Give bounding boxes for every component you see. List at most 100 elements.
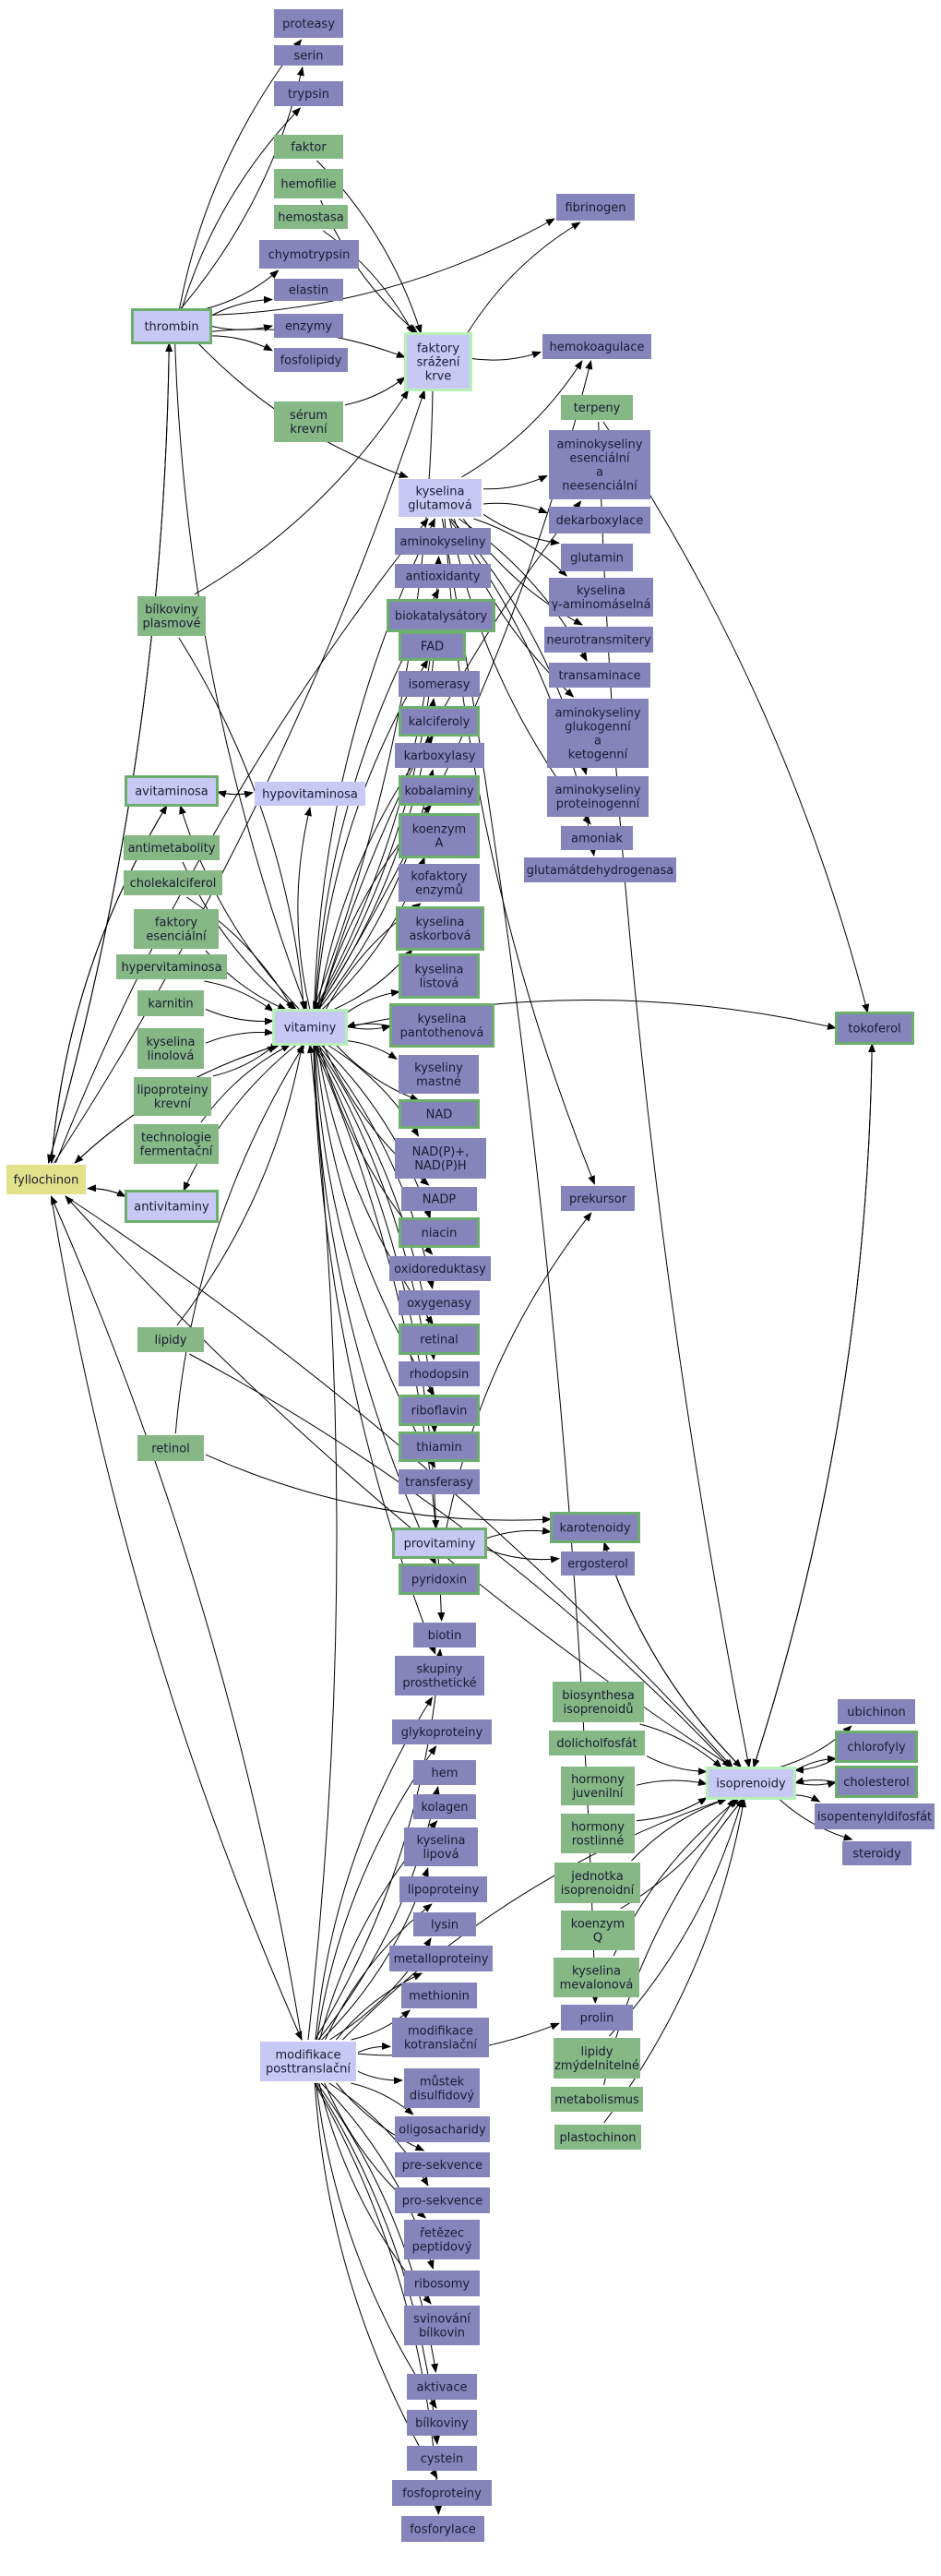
node-oxygenasy[interactable]: oxygenasy [399, 1290, 480, 1315]
node-lipidy[interactable]: lipidy [137, 1327, 204, 1352]
node-dolicholfosfat[interactable]: dolicholfosfát [549, 1731, 645, 1755]
node-karotenoidy[interactable]: karotenoidy [550, 1512, 640, 1543]
node-hemostasa[interactable]: hemostasa [274, 205, 348, 229]
node-proteasy[interactable]: proteasy [274, 9, 343, 38]
node-lipoproteiny[interactable]: lipoproteiny [399, 1876, 487, 1902]
node-fosforylace[interactable]: fosforylace [401, 2516, 484, 2542]
node-rhodopsin[interactable]: rhodopsin [399, 1361, 480, 1386]
node-fad[interactable]: FAD [399, 631, 466, 661]
node-isoprenoidy[interactable]: isoprenoidy [706, 1767, 796, 1800]
node-kolagen[interactable]: kolagen [413, 1794, 476, 1819]
node-steroidy[interactable]: steroidy [842, 1841, 911, 1865]
node-dekarboxylace[interactable]: dekarboxylace [549, 507, 650, 533]
node-retinol[interactable]: retinol [137, 1435, 204, 1461]
node-pro-sekvence[interactable]: pro-sekvence [395, 2187, 490, 2213]
node-isomerasy[interactable]: isomerasy [399, 671, 480, 697]
node-neurotransmitery[interactable]: neurotransmitery [544, 627, 653, 653]
node-serin[interactable]: serin [274, 45, 343, 66]
node-thrombin[interactable]: thrombin [131, 308, 212, 344]
node-karboxylasy[interactable]: karboxylasy [395, 743, 484, 768]
node-hem[interactable]: hem [413, 1760, 476, 1785]
node-lysin[interactable]: lysin [413, 1912, 476, 1936]
node-fibrinogen[interactable]: fibrinogen [556, 194, 635, 221]
node-vitaminy[interactable]: vitaminy [272, 1009, 348, 1046]
node-prekursor[interactable]: prekursor [561, 1186, 635, 1211]
node-antivitaminy[interactable]: antivitaminy [125, 1190, 219, 1223]
node-kobalaminy[interactable]: kobalaminy [399, 775, 480, 806]
node-oligosacharidy[interactable]: oligosacharidy [395, 2116, 490, 2142]
node-pre-sekvence[interactable]: pre-sekvence [395, 2152, 490, 2177]
node-pyridoxin[interactable]: pyridoxin [399, 1564, 480, 1595]
node-ribosomy[interactable]: ribosomy [404, 2270, 480, 2296]
node-transaminace[interactable]: transaminace [549, 663, 650, 688]
node-metalloproteiny[interactable]: metalloproteiny [389, 1946, 493, 1971]
node-methionin[interactable]: methionin [401, 1983, 477, 2008]
node-glykoproteiny[interactable]: glykoproteiny [392, 1719, 492, 1744]
node-hemofilie[interactable]: hemofilie [274, 169, 343, 198]
node-karnitin[interactable]: karnitin [137, 990, 204, 1016]
node-isopentenyldifosfat[interactable]: isopentenyldifosfát [815, 1803, 935, 1829]
node-nadp-nadph[interactable]: NAD(P)+,NAD(P)H [395, 1138, 486, 1179]
node-fosfolipidy[interactable]: fosfolipidy [274, 348, 348, 372]
node-metabolismus[interactable]: metabolismus [551, 2087, 643, 2112]
node-antimetabolity[interactable]: antimetabolity [124, 835, 220, 860]
node-cholekalciferol[interactable]: cholekalciferol [124, 870, 222, 895]
node-riboflavin[interactable]: riboflavin [399, 1395, 480, 1426]
node-niacin[interactable]: niacin [399, 1217, 480, 1248]
node-oxidoreduktasy[interactable]: oxidoreduktasy [389, 1256, 491, 1281]
node-hypovitaminosa[interactable]: hypovitaminosa [255, 782, 365, 806]
node-biotin[interactable]: biotin [413, 1623, 476, 1647]
node-nad[interactable]: NAD [399, 1099, 480, 1129]
node-cystein[interactable]: cystein [407, 2446, 477, 2471]
node-prolin[interactable]: prolin [561, 2005, 633, 2031]
node-fyllochinon[interactable]: fyllochinon [6, 1165, 86, 1194]
node-transferasy[interactable]: transferasy [399, 1469, 480, 1494]
node-hypervitaminosa[interactable]: hypervitaminosa [116, 954, 227, 979]
node-chlorofyly[interactable]: chlorofyly [835, 1731, 918, 1763]
node-glutamatdehydrogenasa[interactable]: glutamátdehydrogenasa [524, 857, 676, 882]
node-terpeny[interactable]: terpeny [561, 395, 633, 420]
node-plastochinon[interactable]: plastochinon [554, 2125, 641, 2150]
node-enzymy[interactable]: enzymy [274, 314, 343, 338]
node-ergosterol[interactable]: ergosterol [561, 1552, 635, 1576]
node-avitaminosa[interactable]: avitaminosa [125, 775, 219, 807]
node-cholesterol[interactable]: cholesterol [835, 1766, 918, 1798]
node-chymotrypsin[interactable]: chymotrypsin [259, 240, 359, 269]
node-amoniak[interactable]: amoniak [561, 826, 633, 850]
node-tokoferol[interactable]: tokoferol [835, 1012, 914, 1045]
node-nadp[interactable]: NADP [401, 1187, 477, 1211]
node-provitaminy[interactable]: provitaminy [392, 1528, 487, 1559]
node-kalciferoly[interactable]: kalciferoly [399, 706, 480, 737]
node-aminokyseliny[interactable]: aminokyseliny [395, 528, 491, 555]
node-biokatalysatory[interactable]: biokatalysátory [387, 599, 495, 632]
node-thiamin[interactable]: thiamin [399, 1432, 480, 1462]
node-faktor[interactable]: faktor [274, 135, 343, 159]
